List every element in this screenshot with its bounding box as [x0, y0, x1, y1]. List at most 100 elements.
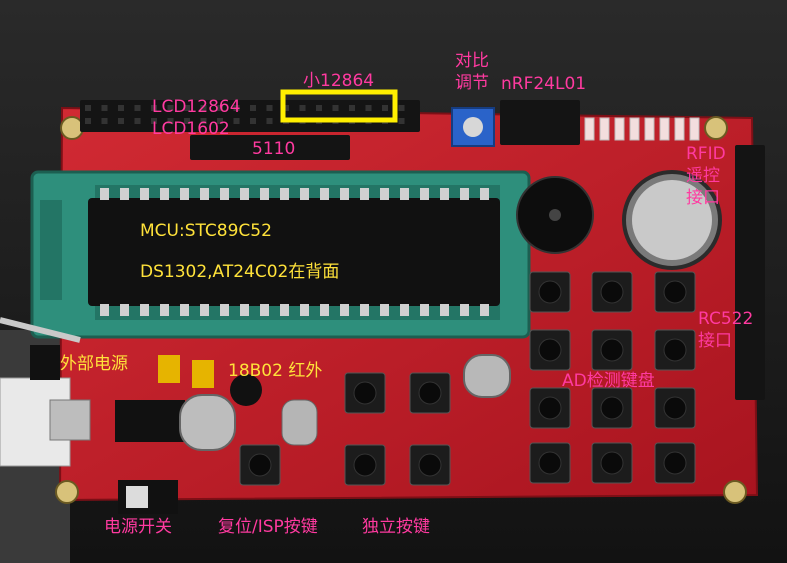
coin-battery	[632, 180, 712, 260]
mcu-pin	[180, 188, 189, 200]
header-pin	[316, 105, 322, 111]
header-pin	[184, 118, 190, 124]
header-pin	[365, 105, 372, 111]
header-pin	[250, 105, 256, 111]
mcu-pin	[320, 304, 329, 316]
header-pin	[233, 118, 240, 124]
crystal	[463, 354, 511, 398]
header-pin	[167, 105, 174, 111]
mcu-pin	[340, 304, 349, 316]
keypad-button	[591, 442, 633, 484]
label-contrast-line1: 对比	[455, 51, 489, 71]
mcu-pin	[140, 304, 149, 316]
mcu-pin	[380, 304, 389, 316]
header-pin	[299, 105, 306, 111]
mcu-pin	[420, 188, 429, 200]
keypad-button	[529, 442, 571, 484]
header-pin	[266, 118, 273, 124]
label-rc522: RC522 接口	[698, 308, 753, 352]
led-row	[584, 117, 700, 141]
mcu-pin	[360, 188, 369, 200]
pot-knob	[463, 117, 483, 137]
header-pin	[167, 118, 174, 124]
mcu-pin	[460, 188, 469, 200]
header-pin	[118, 118, 124, 124]
keypad-button	[654, 387, 696, 429]
rfid-rc522-header	[735, 145, 765, 400]
mcu-pin	[260, 188, 269, 200]
mcu-pin	[120, 188, 129, 200]
small12864-highlight	[280, 89, 398, 123]
label-reset-isp: 复位/ISP按键	[218, 517, 318, 537]
mcu-pin	[100, 304, 109, 316]
label-18b02-ir: 18B02 红外	[228, 361, 323, 381]
label-rc522-line1: RC522	[698, 309, 754, 329]
micro-usb-port	[49, 399, 91, 441]
mcu-pin	[300, 188, 309, 200]
mcu-pin	[200, 304, 209, 316]
mcu-pin	[400, 304, 409, 316]
mcu-chip	[88, 198, 500, 306]
mcu-pin	[100, 188, 109, 200]
header-pin	[134, 105, 141, 111]
mcu-pin	[320, 188, 329, 200]
mcu-pin	[340, 188, 349, 200]
buttons	[239, 271, 696, 486]
header-pin	[85, 105, 91, 111]
label-ds1302: DS1302,AT24C02在背面	[140, 262, 340, 282]
header-pin	[266, 105, 273, 111]
capacitor-1	[158, 355, 180, 383]
label-rfid-line1: RFID	[686, 144, 726, 164]
small-crystal	[281, 399, 318, 446]
led	[659, 117, 670, 141]
usb-serial-ic	[115, 400, 185, 442]
keypad-button	[591, 387, 633, 429]
mcu-pin	[400, 188, 409, 200]
mcu-pin	[480, 188, 489, 200]
label-contrast: 对比 调节	[455, 50, 489, 94]
reset-isp-button	[239, 444, 281, 486]
header-pin	[382, 105, 388, 111]
header-pin	[250, 118, 256, 124]
header-pin	[349, 105, 355, 111]
mcu-pin	[300, 304, 309, 316]
led	[599, 117, 610, 141]
socket-lever	[0, 317, 81, 343]
header-pin	[101, 118, 108, 124]
header-pin	[101, 105, 108, 111]
buzzer-hole	[549, 209, 561, 221]
mcu-pin	[440, 188, 449, 200]
mcu-pin	[200, 188, 209, 200]
socket-lever-base	[40, 200, 62, 300]
mcu-pin	[220, 188, 229, 200]
mcu-pins	[100, 188, 489, 316]
capacitor-2	[192, 360, 214, 388]
mcu-pin	[440, 304, 449, 316]
lcd1602-header	[190, 135, 350, 160]
nrf-header	[500, 100, 580, 145]
header-pin	[85, 118, 91, 124]
header-pin	[118, 105, 124, 111]
main-crystal	[179, 394, 236, 451]
independent-key-button	[409, 372, 451, 414]
mcu-pin	[460, 304, 469, 316]
keypad-button	[654, 271, 696, 313]
label-small12864: 小12864	[303, 71, 375, 91]
header-pin	[332, 105, 339, 111]
mcu-pin	[160, 304, 169, 316]
label-lcd12864: LCD12864	[152, 97, 241, 117]
dc-jack	[30, 345, 60, 380]
keypad-button	[591, 329, 633, 371]
mcu-pin	[220, 304, 229, 316]
keypad-button	[654, 442, 696, 484]
header-pin	[398, 105, 405, 111]
power-switch-slider	[126, 486, 148, 508]
label-independent-keys: 独立按键	[362, 517, 430, 537]
label-5110: 5110	[252, 139, 296, 159]
header-pin	[217, 118, 223, 124]
label-nrf24l01: nRF24L01	[501, 74, 587, 94]
label-rfid-line3: 接口	[686, 188, 720, 208]
mcu-pin	[420, 304, 429, 316]
label-rfid: RFID 遥控 接口	[686, 143, 726, 209]
